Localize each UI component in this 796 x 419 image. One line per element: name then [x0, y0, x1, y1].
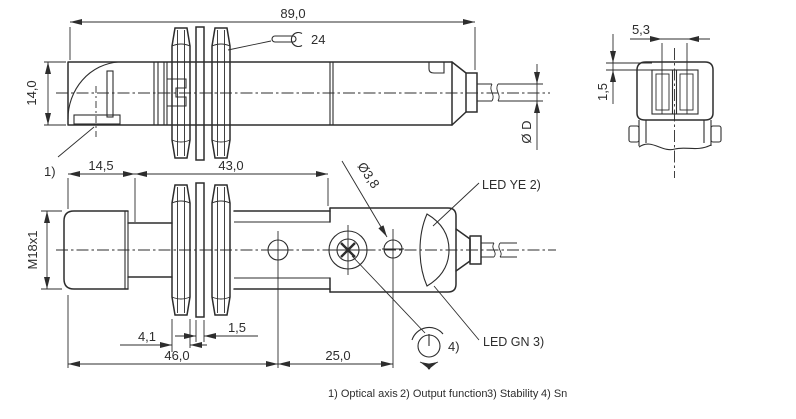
hex-nut: [211, 184, 231, 316]
lens-pane: [679, 73, 694, 111]
dim-overall-length: 89,0: [280, 6, 305, 21]
optical-window: [73, 114, 121, 125]
lens-window: [651, 69, 699, 115]
leader-optical-axis: [57, 126, 95, 158]
dim-thread-length: 43,0: [218, 158, 243, 173]
hex-nut: [171, 27, 191, 159]
nut-tab: [710, 125, 722, 143]
optic-mirror-arc: [67, 61, 119, 120]
clip-detail: [167, 78, 187, 107]
leader-led-yellow: [432, 182, 480, 227]
sensor-body-bottom: [63, 207, 517, 293]
cable-gland: [469, 235, 482, 265]
bottom-view: 14,5 43,0 M18x1 4,1 1,5 46,0 25,0 Ø3,8 L…: [25, 158, 556, 370]
leader-potentiometer: [351, 255, 426, 334]
hex-nut: [171, 184, 191, 316]
sensor-body-side: [67, 61, 478, 126]
front-view: 5,3 1,5: [595, 22, 722, 178]
cable: [481, 242, 517, 258]
footnote-sn: 4) Sn: [541, 388, 567, 400]
dim-cable-diameter: Ø D: [519, 120, 534, 143]
lens-divider: [671, 70, 678, 114]
dim-front-to-pot: 46,0: [164, 348, 189, 363]
label-led-green: LED GN 3): [483, 335, 544, 349]
dim-window-width: 5,3: [632, 22, 650, 37]
dim-wrench-size: 24: [311, 32, 325, 47]
label-led-yellow: LED YE 2): [482, 178, 541, 192]
cable-gland: [465, 72, 478, 113]
nut-tab: [628, 125, 640, 143]
ref-optical-axis: 1): [44, 164, 56, 179]
led-dome: [419, 213, 450, 287]
head-outline: [636, 61, 714, 121]
ref-potentiometer: 4): [448, 339, 460, 354]
dim-washer-thickness: 1,5: [228, 320, 246, 335]
side-view: 89,0 14,0 24 Ø D 1): [24, 6, 550, 179]
body-below: [638, 120, 712, 146]
housing-notch: [428, 62, 445, 74]
lens-pane: [655, 73, 670, 111]
dim-window-offset: 1,5: [595, 83, 610, 101]
footnote-optical-axis: 1) Optical axis: [328, 388, 398, 400]
leader-led-green: [433, 285, 480, 341]
adjustment-potentiometer: [326, 225, 370, 275]
dim-hole-diameter: Ø3,8: [355, 159, 383, 191]
lens-element: [106, 70, 114, 118]
footnote-output-function: 2) Output function: [400, 388, 487, 400]
front-cap: [63, 210, 129, 290]
dim-pot-to-hole: 25,0: [325, 348, 350, 363]
dim-thread-size: M18x1: [25, 230, 40, 269]
dim-head-length: 14,5: [88, 158, 113, 173]
rear-cone: [451, 61, 467, 126]
washer: [195, 182, 205, 318]
cable: [477, 83, 517, 102]
dim-head-height: 14,0: [24, 80, 39, 105]
leader-hole-diameter: [341, 160, 388, 238]
hex-nut: [211, 27, 231, 159]
footnote-stability: 3) Stability: [487, 388, 539, 400]
break-line: [638, 143, 712, 151]
dim-nut-thickness: 4,1: [138, 329, 156, 344]
potentiometer-icon: [411, 327, 444, 370]
washer: [195, 26, 205, 161]
leader-wrench: [227, 40, 272, 51]
footnotes: 1) Optical axis 2) Output function 3) St…: [328, 388, 567, 400]
wrench-icon: [271, 31, 303, 48]
